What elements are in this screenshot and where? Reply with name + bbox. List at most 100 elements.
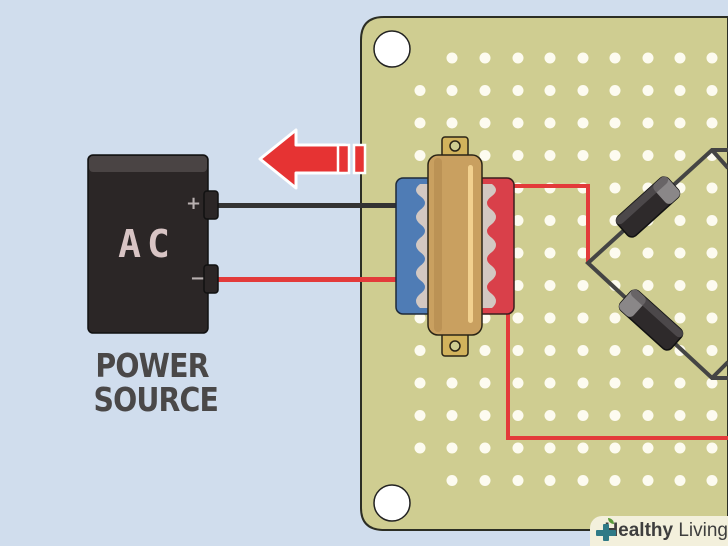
board-hole — [512, 117, 524, 129]
board-hole — [609, 377, 621, 389]
board-hole — [446, 475, 458, 486]
board-hole — [642, 442, 654, 454]
board-hole — [512, 410, 524, 421]
board-hole — [512, 377, 524, 389]
board-hole — [414, 312, 426, 324]
board-hole — [512, 345, 524, 356]
board-hole — [706, 475, 718, 486]
board-hole — [642, 85, 654, 96]
wire-red — [214, 277, 404, 282]
board-hole — [479, 410, 491, 421]
board-hole — [706, 442, 718, 454]
mount-hole-bottom-left — [373, 484, 411, 522]
diode-top — [615, 176, 681, 238]
board-trace-top — [508, 184, 590, 263]
board-hole — [609, 182, 621, 194]
board-hole — [577, 345, 589, 356]
board-hole — [609, 475, 621, 486]
board-hole — [577, 475, 589, 486]
arrow-left-icon — [258, 128, 367, 190]
board-hole — [512, 215, 524, 226]
board-hole — [674, 247, 686, 259]
board-hole — [446, 117, 458, 129]
board-hole — [674, 215, 686, 226]
board-hole — [674, 312, 686, 324]
board-hole — [479, 150, 491, 161]
board-hole — [609, 150, 621, 161]
board-hole — [544, 377, 556, 389]
board-hole — [674, 117, 686, 129]
board-hole — [446, 52, 458, 64]
board-hole — [674, 377, 686, 389]
board-hole — [642, 150, 654, 161]
terminal-positive-label: + — [186, 193, 202, 214]
board-hole — [674, 280, 686, 291]
board-hole — [414, 150, 426, 161]
board-hole — [512, 247, 524, 259]
board-hole — [674, 52, 686, 64]
board-hole — [577, 215, 589, 226]
board-hole — [674, 150, 686, 161]
board-hole — [577, 85, 589, 96]
board-hole — [512, 312, 524, 324]
board-hole — [609, 442, 621, 454]
wire-black — [214, 203, 404, 208]
board-hole — [609, 85, 621, 96]
board-hole — [544, 117, 556, 129]
power-source-label: POWER SOURCE — [94, 349, 219, 417]
board-hole — [674, 85, 686, 96]
terminal-positive — [203, 190, 219, 220]
board-hole — [479, 345, 491, 356]
board-hole — [512, 150, 524, 161]
power-source — [87, 154, 219, 334]
board-hole — [544, 345, 556, 356]
board-hole — [577, 150, 589, 161]
watermark-text: Healthy Living — [604, 520, 728, 542]
board-hole — [609, 117, 621, 129]
board-hole — [479, 475, 491, 486]
watermark: Healthy Living — [590, 516, 728, 546]
board-hole — [577, 442, 589, 454]
board-hole — [479, 52, 491, 64]
transformer — [395, 136, 515, 357]
board-hole — [706, 345, 718, 356]
board-hole — [544, 442, 556, 454]
board-hole — [479, 377, 491, 389]
board-hole — [414, 345, 426, 356]
board-hole — [577, 247, 589, 259]
board-hole — [577, 312, 589, 324]
board-hole — [609, 312, 621, 324]
terminal-negative-label: − — [190, 268, 206, 289]
board-hole — [414, 117, 426, 129]
board-hole — [642, 247, 654, 259]
bridge-wire-right — [710, 148, 728, 170]
board-hole — [512, 442, 524, 454]
board-hole — [642, 280, 654, 291]
power-type-label: AC — [118, 222, 176, 266]
board-hole — [446, 442, 458, 454]
board-hole — [544, 410, 556, 421]
plus-leaf-icon — [596, 518, 618, 541]
board-hole — [512, 280, 524, 291]
bridge-wire-right-bottom — [710, 360, 728, 380]
board-hole — [544, 475, 556, 486]
board-hole — [674, 410, 686, 421]
board-hole — [674, 475, 686, 486]
bridge-wire — [585, 148, 728, 380]
board-hole — [479, 85, 491, 96]
board-hole — [414, 442, 426, 454]
board-hole — [642, 410, 654, 421]
board-hole — [642, 377, 654, 389]
board-hole — [544, 150, 556, 161]
board-hole — [544, 85, 556, 96]
board-hole — [512, 475, 524, 486]
board-hole — [544, 280, 556, 291]
board-hole — [706, 215, 718, 226]
board-hole — [609, 52, 621, 64]
board-hole — [544, 247, 556, 259]
board-hole — [642, 117, 654, 129]
board-hole — [706, 312, 718, 324]
board-hole — [577, 410, 589, 421]
board-hole — [577, 52, 589, 64]
